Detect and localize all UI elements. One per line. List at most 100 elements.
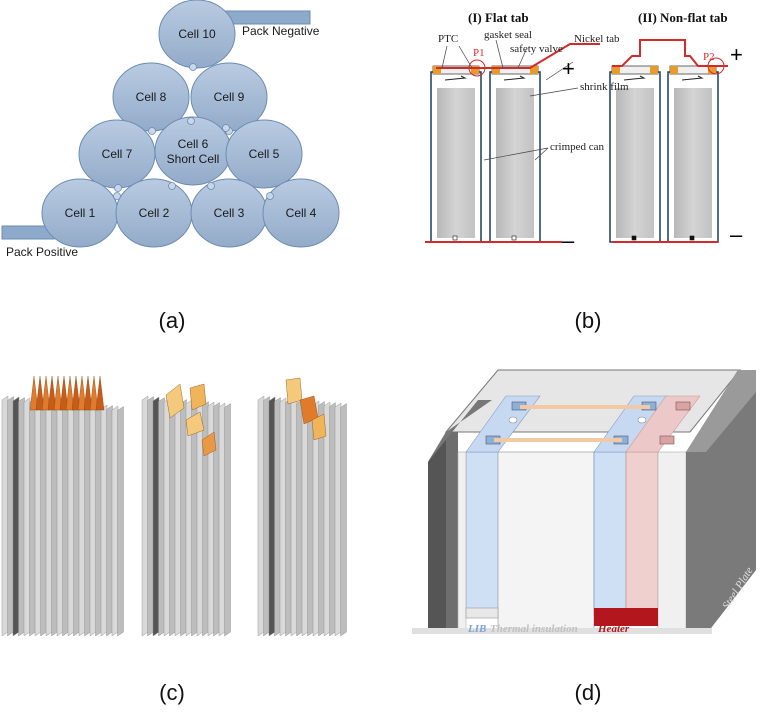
electrode-sheet	[274, 397, 281, 637]
electrode-sheet	[141, 395, 149, 637]
cell-circle	[262, 178, 340, 248]
heater-terminal	[659, 435, 675, 445]
p1-label: P1	[473, 47, 485, 59]
ptc-ring	[612, 66, 620, 74]
panel-c-label: (c)	[159, 680, 185, 705]
ptc-label: PTC	[438, 33, 458, 45]
cell-label: Cell 1	[65, 206, 96, 220]
electrode-tab	[95, 375, 105, 411]
cell-circle	[158, 0, 236, 69]
electrode-stack	[141, 383, 231, 637]
electrode-sheet	[73, 402, 80, 637]
right-steel-plate-face	[686, 370, 756, 452]
electrode-tab	[285, 377, 303, 405]
ptc-ring	[433, 66, 441, 74]
electrode-sheet	[163, 397, 171, 637]
cell-label: Cell 8	[136, 90, 167, 104]
flat-plus-label: +	[562, 56, 575, 81]
electrode-sheet	[329, 402, 336, 637]
busbar-top	[520, 405, 650, 409]
left-steel-plate	[428, 432, 446, 632]
electrode-sheet	[111, 405, 119, 637]
cell-label: Cell 5	[249, 147, 280, 161]
pack-positive-label: Pack Positive	[6, 245, 78, 259]
heater-terminal	[675, 401, 691, 411]
electrode-tab	[311, 413, 327, 441]
jelly-roll	[674, 88, 712, 238]
flat-minus-label: –	[562, 228, 575, 253]
electrode-tab	[59, 375, 69, 411]
electrode-tab	[165, 383, 185, 419]
electrode-sheet	[196, 400, 204, 637]
electrode-sheet	[323, 401, 331, 637]
cell-label: Cell 2	[139, 206, 170, 220]
electrode-sheet	[40, 399, 47, 637]
panel-b-label: (b)	[575, 308, 602, 333]
p2-label: P2	[703, 51, 715, 63]
cell-label: Cell 6	[178, 137, 209, 151]
cylindrical-cell	[667, 65, 719, 243]
electrode-sheet	[218, 402, 226, 637]
electrode-sheet	[1, 395, 9, 637]
electrode-sheet	[12, 396, 20, 637]
cylindrical-cell	[430, 65, 482, 243]
electrode-sheet	[106, 405, 113, 637]
bottom-weld	[689, 235, 695, 241]
electrode-sheet	[169, 398, 176, 637]
electrode-tab	[89, 375, 99, 411]
electrode-tab	[29, 375, 39, 411]
lib-label: LIB	[467, 623, 486, 635]
cell-10: Cell 10	[158, 0, 236, 69]
heater-label: Heater	[597, 623, 630, 635]
electrode-sheet	[84, 403, 91, 637]
contact-point	[148, 127, 156, 135]
cell-5: Cell 5	[225, 119, 303, 189]
tab-arrow	[444, 75, 467, 81]
shrink-film-label: shrink film	[580, 81, 629, 93]
ptc-ring	[708, 66, 716, 74]
nickel-tab-lines	[425, 39, 728, 243]
thermal-insulation-left	[457, 451, 467, 633]
panel-d-label: (d)	[575, 680, 602, 705]
electrode-sheet	[147, 396, 154, 637]
electrode-tab	[41, 375, 51, 411]
lib-column-left	[465, 451, 499, 617]
vent	[508, 416, 518, 424]
cell-label: Cell 7	[102, 147, 133, 161]
right-insulation	[657, 451, 687, 633]
electrode-sheet	[56, 400, 64, 637]
electrode-tab	[185, 411, 205, 437]
safety-valve-label: safety valve	[510, 43, 563, 55]
electrode-sheet	[100, 404, 108, 637]
electrode-sheet	[117, 406, 124, 637]
electrode-tab	[71, 375, 81, 411]
electrode-stack	[1, 375, 124, 637]
cell-9: Cell 9	[190, 62, 268, 132]
electrode-sheet	[174, 398, 182, 637]
cell-3: Cell 3	[190, 178, 268, 248]
cylindrical-cell	[489, 65, 541, 243]
tab-arrow	[503, 75, 526, 81]
electrode-sheet	[62, 401, 69, 637]
electrode-sheet	[180, 399, 187, 637]
ptc-ring	[492, 66, 500, 74]
contact-point	[222, 124, 230, 132]
electrode-sheet	[34, 398, 42, 637]
pack-negative-tab	[225, 10, 311, 25]
panel-c: (c)	[1, 375, 347, 705]
flat-tab-title: (I) Flat tab	[468, 10, 529, 25]
cell-1: Cell 1	[41, 178, 119, 248]
cell-7: Cell 7	[78, 119, 156, 189]
electrode-tab	[83, 375, 93, 411]
electrode-sheet	[23, 397, 31, 637]
electrode-sheet	[257, 395, 265, 637]
bottom-weld	[511, 235, 517, 241]
jelly-roll	[616, 88, 654, 238]
center-block	[497, 451, 595, 633]
cell-sublabel: Short Cell	[167, 152, 220, 166]
thermal-insulation-label: Thermal insulation	[490, 623, 578, 635]
tab-arrow	[623, 75, 646, 81]
cell-label: Cell 10	[178, 27, 216, 41]
electrode-sheet	[7, 396, 14, 637]
